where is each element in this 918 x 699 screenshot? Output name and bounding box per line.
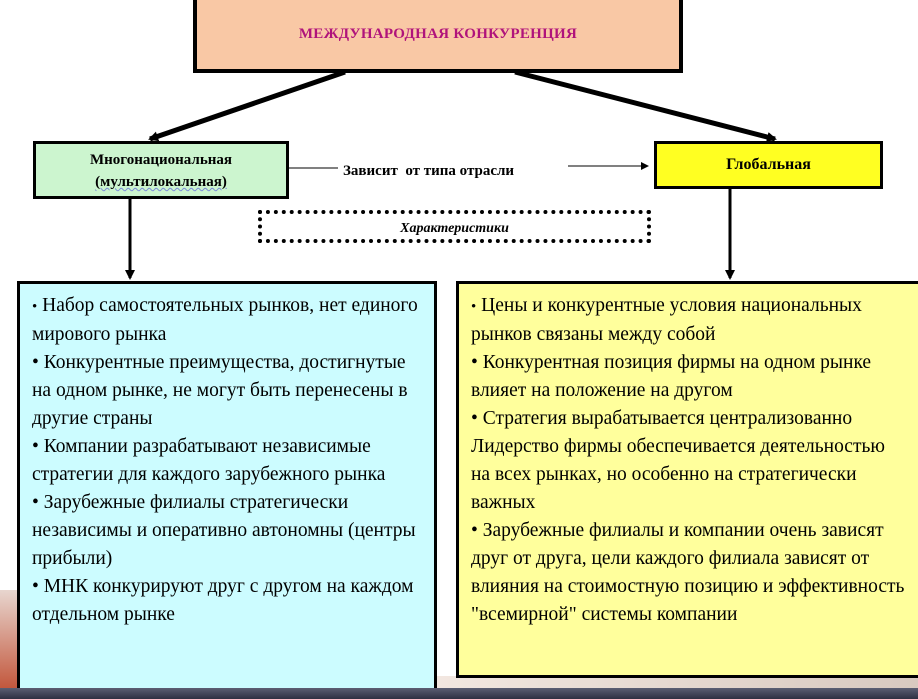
decorative-background-left xyxy=(0,590,17,690)
multinational-header-line1: Многонациональная xyxy=(89,152,233,168)
global-characteristics-panel: • Цены и конкурентные условия национальн… xyxy=(456,281,918,678)
list-item: • Цены и конкурентные условия национальн… xyxy=(471,295,862,345)
arrow-top-to-left xyxy=(148,69,346,142)
global-header-label: Глобальная xyxy=(726,156,811,173)
characteristics-box: Характеристики xyxy=(258,210,651,243)
list-item: • Зарубежные филиалы стратегически незав… xyxy=(32,492,416,569)
title-box: МЕЖДУНАРОДНАЯ КОНКУРЕНЦИЯ xyxy=(193,0,683,73)
multinational-header-line2: (мультилокальная) xyxy=(95,174,227,190)
multinational-header-box: Многонациональная (мультилокальная) xyxy=(33,141,289,199)
list-item: • Конкурентные преимущества, достигнутые… xyxy=(32,352,408,429)
characteristics-label: Характеристики xyxy=(400,221,509,236)
list-item: • Стратегия вырабатывается централизован… xyxy=(471,408,885,513)
depends-label: Зависит от типа отрасли xyxy=(343,163,515,179)
list-item: • Набор самостоятельных рынков, нет един… xyxy=(32,295,418,345)
list-item: • Зарубежные филиалы и компании очень за… xyxy=(471,520,905,625)
list-item: • Компании разрабатывают независимые стр… xyxy=(32,436,386,485)
list-item: • Конкурентная позиция фирмы на одном ры… xyxy=(471,352,872,401)
diagram-title: МЕЖДУНАРОДНАЯ КОНКУРЕНЦИЯ xyxy=(298,26,578,42)
list-item: • МНК конкурируют друг с другом на каждо… xyxy=(32,576,414,625)
global-header-box: Глобальная xyxy=(654,141,883,189)
decorative-background-bottom xyxy=(437,676,918,688)
multinational-characteristics-panel: • Набор самостоятельных рынков, нет един… xyxy=(17,281,437,691)
arrow-top-to-right xyxy=(514,69,777,142)
bottom-bar xyxy=(0,688,918,699)
